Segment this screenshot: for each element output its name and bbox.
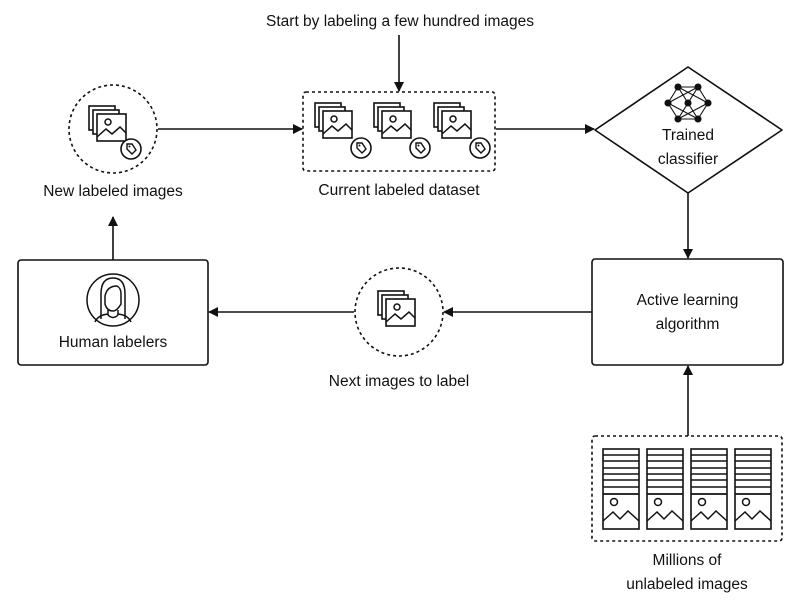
- label-unlabeled-line2: unlabeled images: [626, 576, 748, 593]
- image-column-icon: [734, 448, 772, 530]
- dashed-box: [591, 435, 783, 542]
- label-active-learning-algorithm: Active learning algorithm: [592, 289, 783, 337]
- image-stack-with-tag-icon: [373, 102, 431, 159]
- diamond-shape: [594, 66, 783, 194]
- node-unlabeled-images: [591, 435, 783, 542]
- dashed-circle: [68, 84, 158, 174]
- label-next-images-to-label: Next images to label: [328, 373, 470, 390]
- image-stack-with-tag-icon: [314, 102, 372, 159]
- label-current-labeled-dataset: Current labeled dataset: [318, 182, 480, 199]
- label-active-learning-line2: algorithm: [655, 316, 720, 333]
- dashed-box: [302, 91, 496, 172]
- node-human-labelers: [17, 259, 209, 366]
- node-trained-classifier: [594, 66, 783, 194]
- label-unlabeled-images: Millions of unlabeled images: [587, 549, 787, 597]
- label-trained-classifier-line2: classifier: [657, 151, 719, 168]
- node-new-labeled-images: [68, 84, 158, 174]
- node-active-learning-algorithm-box: [591, 258, 784, 366]
- label-trained-classifier: Trained classifier: [628, 124, 748, 172]
- label-active-learning-line1: Active learning: [636, 292, 739, 309]
- image-stack-with-tag-icon: [88, 105, 142, 160]
- person-avatar-icon: [86, 273, 140, 327]
- label-new-labeled-images: New labeled images: [43, 183, 183, 200]
- image-column-icon: [690, 448, 728, 530]
- image-stack-icon: [377, 290, 416, 327]
- node-current-labeled-dataset: [302, 91, 496, 172]
- image-column-icon: [646, 448, 684, 530]
- label-unlabeled-line1: Millions of: [652, 552, 722, 569]
- image-stack-with-tag-icon: [433, 102, 491, 159]
- human-labelers-box: [17, 259, 209, 366]
- node-next-images-to-label: [354, 267, 444, 357]
- start-note: Start by labeling a few hundred images: [266, 13, 534, 30]
- label-trained-classifier-line1: Trained: [662, 127, 714, 144]
- edges: [108, 35, 693, 436]
- image-column-icon: [602, 448, 640, 530]
- neural-network-icon: [664, 83, 712, 123]
- dashed-circle: [354, 267, 444, 357]
- label-human-labelers: Human labelers: [58, 334, 168, 351]
